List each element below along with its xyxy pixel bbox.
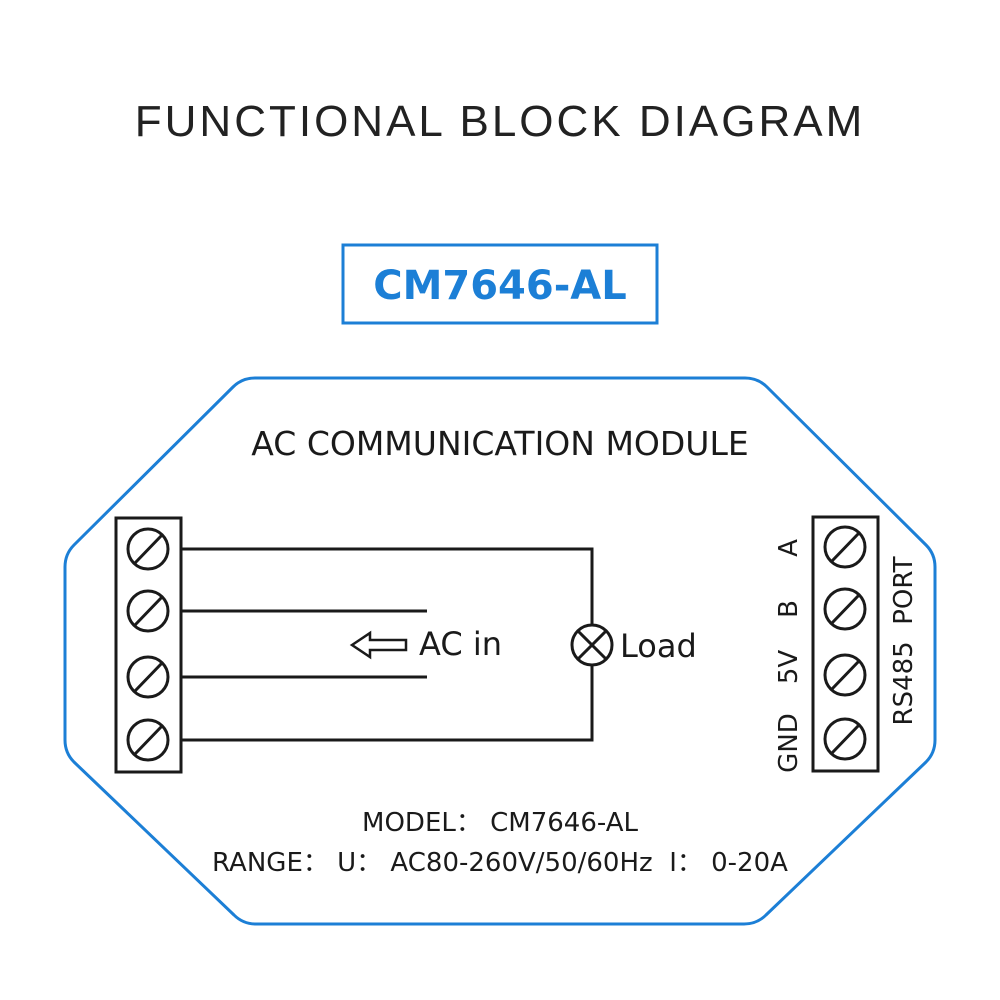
screw-terminal-icon xyxy=(823,717,867,761)
screw-terminal-icon xyxy=(126,655,170,699)
ac-terminal-block xyxy=(114,516,183,774)
page-title: FUNCTIONAL BLOCK DIAGRAM xyxy=(135,97,865,146)
ac-in-label: AC in xyxy=(419,625,502,663)
screw-terminal-icon xyxy=(126,718,170,762)
pin-label-5v: 5V xyxy=(774,650,804,685)
pin-label-b: B xyxy=(774,600,804,618)
screw-terminal-icon xyxy=(126,527,170,571)
rs485-port-label: RS485 PORT xyxy=(889,556,919,725)
lamp-icon xyxy=(570,623,614,667)
module-title: AC COMMUNICATION MODULE xyxy=(251,424,748,463)
model-line: MODEL： CM7646-AL xyxy=(362,808,638,838)
pin-label-a: A xyxy=(774,539,804,557)
wiring xyxy=(181,547,594,742)
screw-terminal-icon xyxy=(823,653,867,697)
screw-terminal-icon xyxy=(126,589,170,633)
range-line: RANGE： U： AC80-260V/50/60Hz I： 0-20A xyxy=(212,848,788,878)
load-label: Load xyxy=(620,627,697,665)
module-outline xyxy=(63,376,937,926)
screw-terminal-icon xyxy=(823,525,867,569)
rs485-terminal-block xyxy=(811,515,880,773)
arrow-left-icon xyxy=(349,630,408,660)
model-badge-label: CM7646-AL xyxy=(373,263,627,309)
model-badge: CM7646-AL xyxy=(341,243,659,325)
screw-terminal-icon xyxy=(823,587,867,631)
pin-label-gnd: GND xyxy=(774,713,804,773)
